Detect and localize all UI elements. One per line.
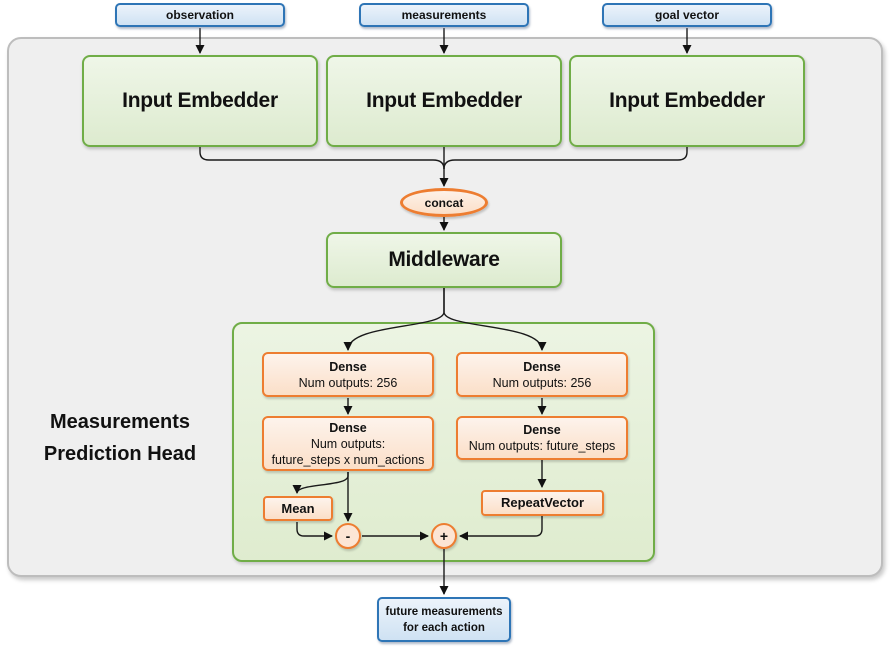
middleware-node: Middleware	[326, 232, 562, 288]
dense-right-2: Dense Num outputs: future_steps	[456, 416, 628, 460]
input-box-measurements: measurements	[359, 3, 529, 27]
input-embedder-3: Input Embedder	[569, 55, 805, 147]
dense-right-1-title: Dense	[523, 359, 561, 374]
dense-left-1-outputs: Num outputs: 256	[298, 375, 398, 390]
plus-operator: +	[431, 523, 457, 549]
concat-node: concat	[400, 188, 488, 217]
output-line-1: future measurements	[385, 605, 503, 618]
output-box: future measurements for each action	[377, 597, 511, 642]
prediction-head-label: Measurements Prediction Head	[43, 411, 197, 465]
dense-right-2-outputs: Num outputs: future_steps	[468, 439, 616, 453]
dense-left-2-outputs-2: future_steps x num_actions	[271, 452, 425, 467]
dense-left-1: Dense Num outputs: 256	[262, 352, 434, 397]
dense-left-2: Dense Num outputs: future_steps x num_ac…	[262, 416, 434, 471]
minus-operator: -	[335, 523, 361, 549]
input-embedder-2: Input Embedder	[326, 55, 562, 147]
dense-right-1: Dense Num outputs: 256	[456, 352, 628, 397]
repeat-vector-node: RepeatVector	[481, 490, 604, 516]
input-box-observation: observation	[115, 3, 285, 27]
dense-right-1-outputs: Num outputs: 256	[492, 375, 592, 390]
dense-left-1-title: Dense	[329, 359, 367, 374]
output-line-2: for each action	[403, 621, 485, 634]
input-box-goal-vector: goal vector	[602, 3, 772, 27]
input-embedder-1: Input Embedder	[82, 55, 318, 147]
dense-right-2-title: Dense	[523, 423, 561, 437]
dense-left-2-outputs: Num outputs:	[310, 436, 386, 451]
dense-left-2-title: Dense	[329, 420, 367, 435]
mean-node: Mean	[263, 496, 333, 521]
